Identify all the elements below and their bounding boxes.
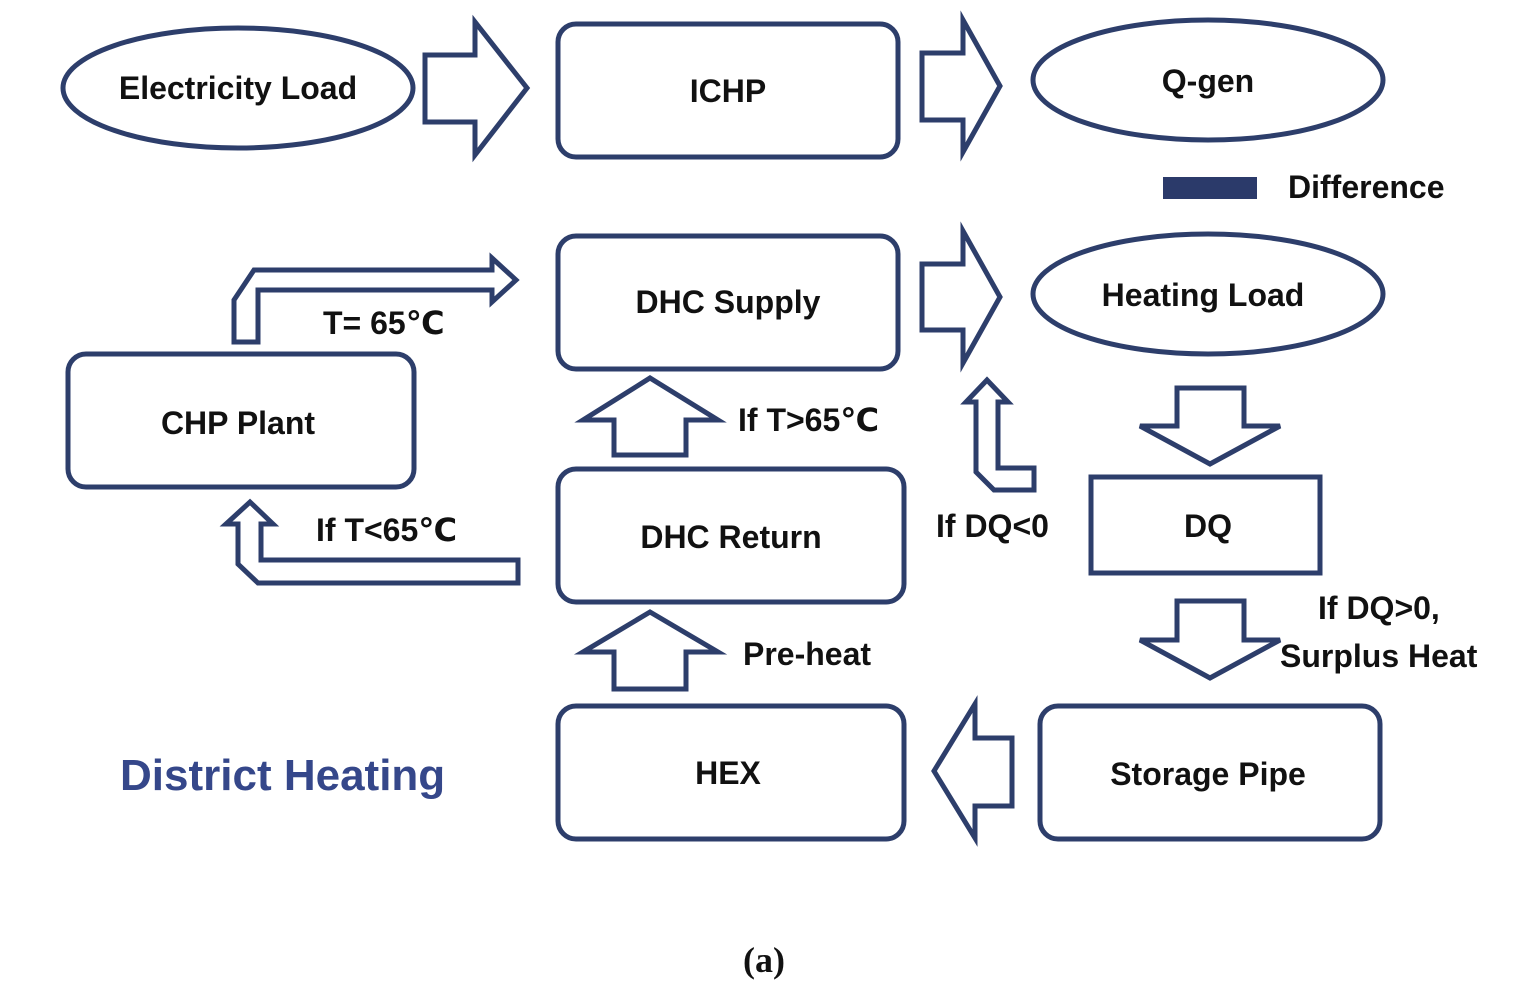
node-chp-plant-label: CHP Plant	[161, 405, 315, 441]
arrow-electricity-to-ichp	[422, 14, 531, 163]
node-chp-plant-shape	[65, 351, 417, 490]
arrow-hex-to-return	[573, 609, 728, 692]
node-q-gen-label: Q-gen	[1162, 63, 1254, 99]
edge-label-t-equals: T= 65℃	[323, 305, 444, 341]
edge-label-pre-heat: Pre-heat	[743, 636, 871, 672]
edge-label-if-dq-greater-line2: Surplus Heat	[1280, 638, 1478, 674]
arrow-return-to-chp	[219, 498, 521, 586]
arrow-supply-to-heating-load	[919, 221, 1003, 373]
figure-caption: (a)	[743, 940, 785, 980]
node-dq-shape	[1088, 474, 1323, 576]
arrow-chp-to-supply	[231, 252, 520, 345]
node-heating-load-label: Heating Load	[1102, 277, 1305, 313]
arrow-heating-load-to-dq	[1138, 385, 1282, 467]
node-electricity-load-shape	[60, 25, 416, 151]
diagram-title: District Heating	[120, 751, 445, 800]
arrow-return-to-supply	[574, 375, 727, 458]
node-electricity-load-label: Electricity Load	[119, 70, 357, 106]
node-heating-load-shape	[1030, 231, 1386, 357]
node-dhc-return-shape	[555, 466, 907, 605]
node-dhc-return-label: DHC Return	[640, 519, 821, 555]
node-hex-shape	[555, 703, 907, 842]
edge-label-if-dq-less: If DQ<0	[936, 508, 1049, 544]
arrow-ichp-to-qgen	[919, 10, 1003, 162]
edge-label-if-dq-greater-line1: If DQ>0,	[1318, 590, 1440, 626]
legend-difference-label: Difference	[1288, 169, 1445, 205]
node-storage-pipe-shape	[1037, 703, 1383, 842]
edge-label-if-t-less: If T<65℃	[316, 512, 457, 548]
arrow-dq-to-storage	[1138, 598, 1282, 681]
node-storage-pipe-label: Storage Pipe	[1110, 756, 1306, 792]
arrow-dq-negative-to-supply	[960, 376, 1037, 493]
node-dhc-supply-label: DHC Supply	[636, 284, 821, 320]
arrow-storage-to-hex	[931, 695, 1015, 847]
node-hex-label: HEX	[695, 755, 761, 791]
node-q-gen-shape	[1030, 17, 1386, 143]
node-ichp-shape	[555, 21, 901, 160]
edge-label-if-t-greater: If T>65℃	[738, 402, 879, 438]
legend-difference-swatch	[1163, 177, 1257, 199]
node-ichp-label: ICHP	[690, 73, 766, 109]
node-dhc-supply-shape	[555, 233, 901, 372]
node-dq-label: DQ	[1184, 508, 1232, 544]
